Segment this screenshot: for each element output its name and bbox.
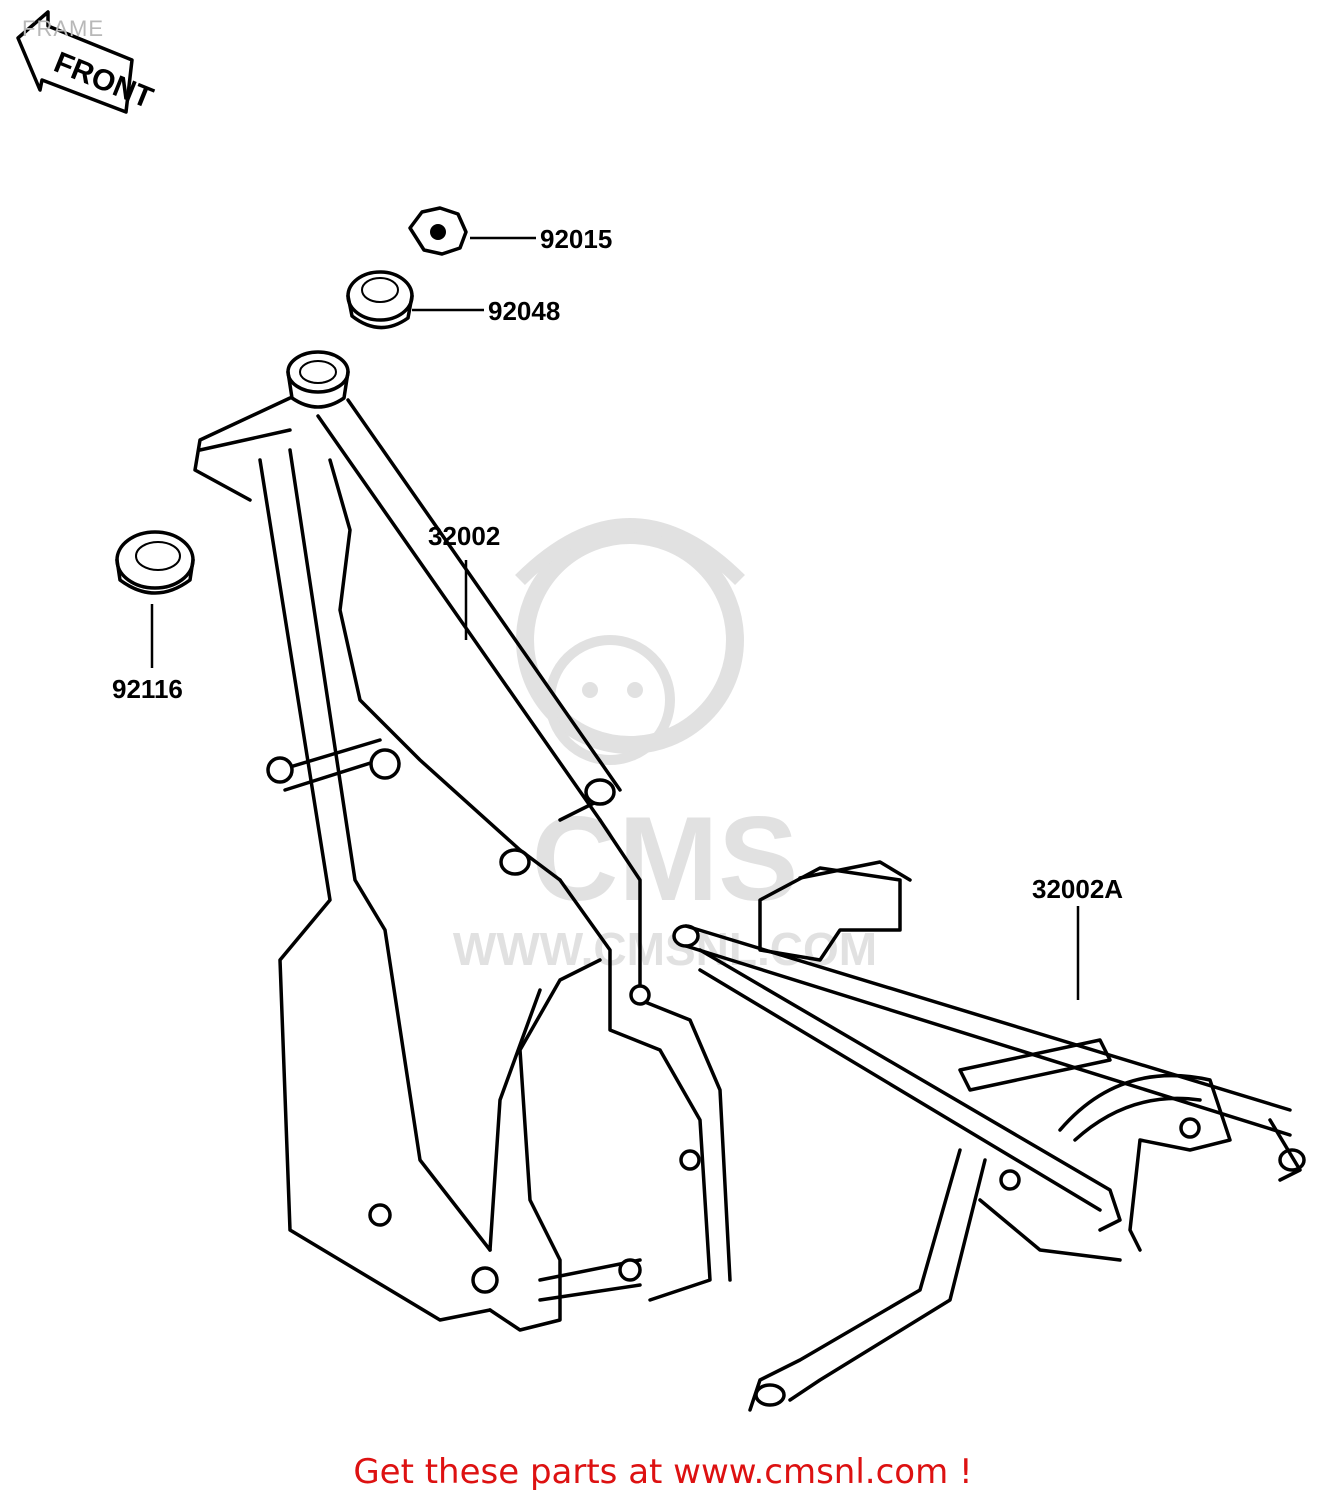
part-label-92048: 92048 [488, 296, 560, 326]
part-92015-nut [408, 206, 536, 256]
part-label-32002A: 32002A [1032, 874, 1123, 904]
part-label-32002: 32002 [428, 521, 500, 551]
watermark-url: WWW.CMSNL.COM [453, 923, 877, 975]
part-32002A-rear-subframe [672, 860, 1306, 1412]
part-label-92116: 92116 [112, 674, 183, 704]
footer-cta[interactable]: Get these parts at www.cmsnl.com ! [353, 1452, 973, 1492]
part-label-92015: 92015 [540, 224, 612, 254]
part-92048-bearing [346, 270, 484, 330]
page-title: FRAME [22, 16, 104, 41]
watermark: CMS WWW.CMSNL.COM [453, 518, 877, 975]
part-32002-main-frame [193, 350, 732, 1332]
part-92116-bearing [115, 530, 195, 668]
